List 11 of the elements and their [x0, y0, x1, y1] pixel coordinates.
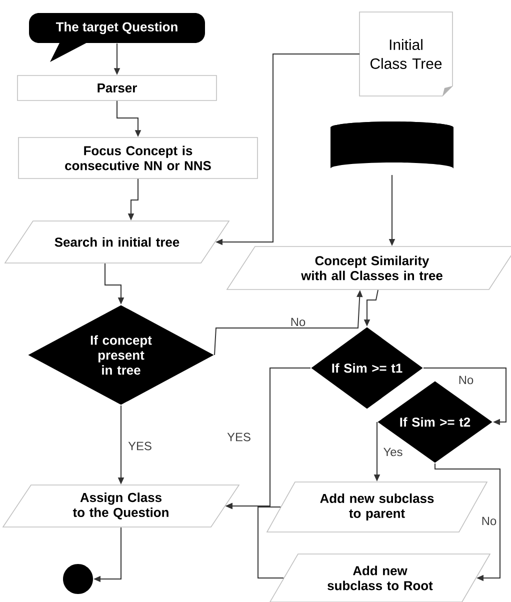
process-box: Focus Concept is consecutive NN or NNS — [18, 137, 258, 179]
speech-bubble: The target Question — [29, 13, 205, 62]
arrow — [434, 463, 500, 582]
edge-label: YES — [226, 432, 252, 442]
database-cylinder — [330, 122, 454, 168]
edge-label: No — [289, 316, 307, 328]
edge-label: YES — [127, 440, 153, 452]
end-circle — [63, 564, 93, 594]
arrow — [423, 368, 506, 426]
edge-label: Yes — [382, 446, 404, 458]
process-box: Parser — [17, 75, 217, 101]
